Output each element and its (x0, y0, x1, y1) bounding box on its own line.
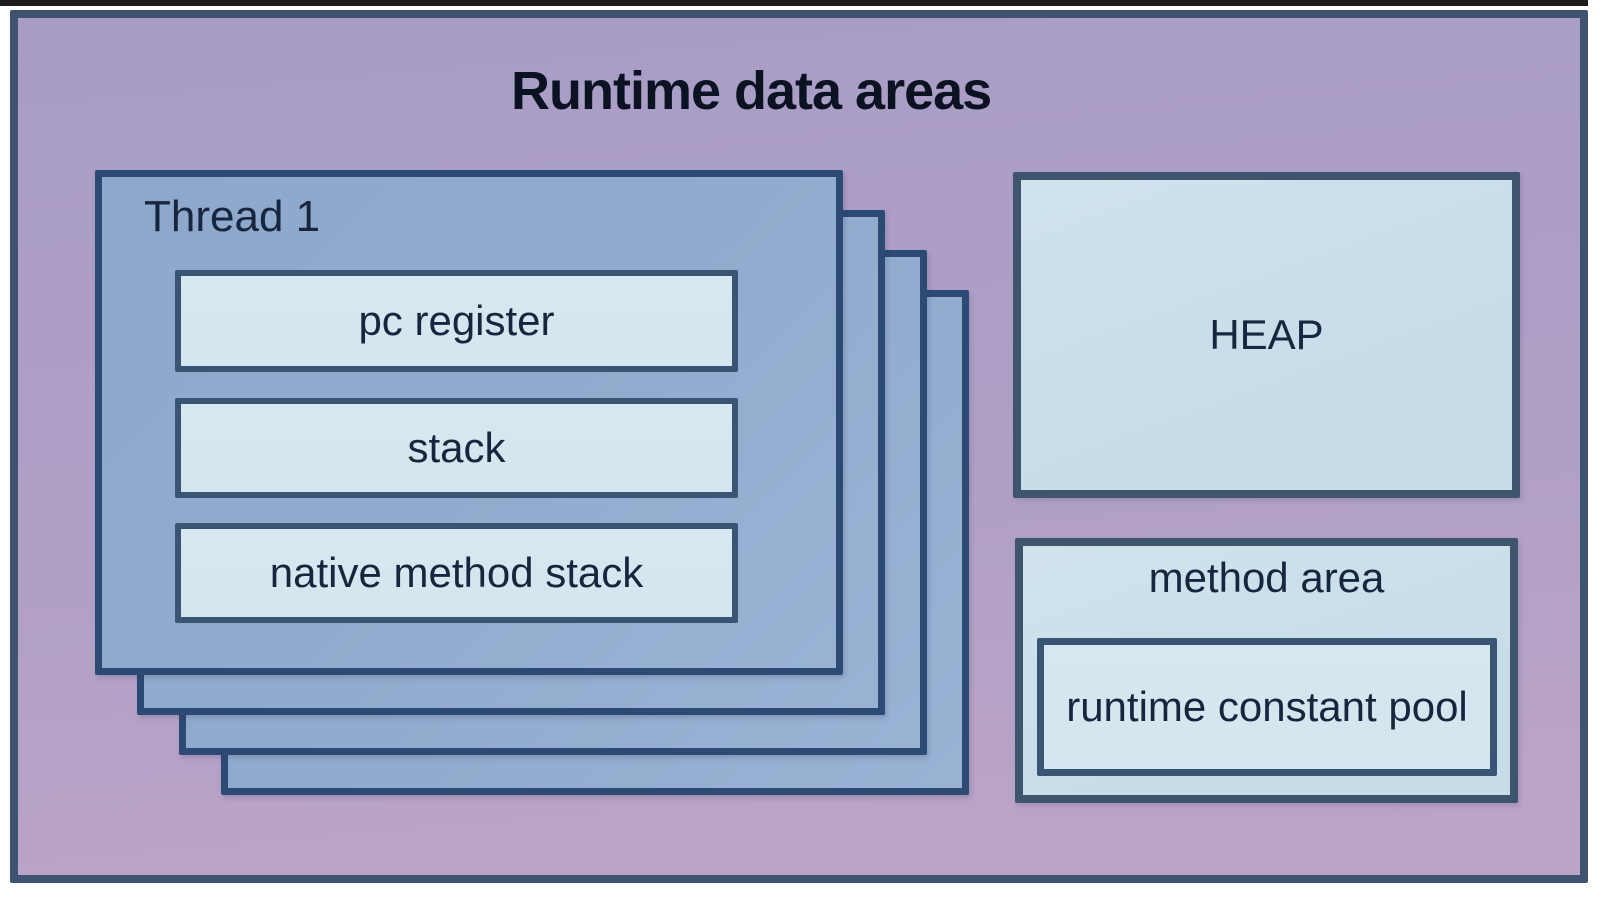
pc-register-label: pc register (358, 297, 555, 344)
pc-register-box: pc register (175, 270, 738, 372)
heap-label: HEAP (1209, 311, 1324, 358)
native-method-stack-box: native method stack (175, 523, 738, 623)
native-method-stack-label: native method stack (269, 549, 644, 596)
diagram-title: Runtime data areas (511, 61, 992, 121)
heap-box: HEAP (1013, 172, 1520, 498)
thread1-box: Thread 1 pc register stack native method… (95, 170, 843, 675)
thread1-label: Thread 1 (144, 192, 321, 241)
method-area-label: method area (1148, 554, 1385, 601)
stack-label: stack (407, 424, 506, 471)
method-area-box: method area runtime constant pool (1015, 538, 1518, 803)
stack-box: stack (175, 398, 738, 498)
top-horizontal-rule (0, 0, 1588, 6)
runtime-constant-pool-label: runtime constant pool (1066, 682, 1468, 730)
runtime-constant-pool-box: runtime constant pool (1037, 638, 1497, 776)
